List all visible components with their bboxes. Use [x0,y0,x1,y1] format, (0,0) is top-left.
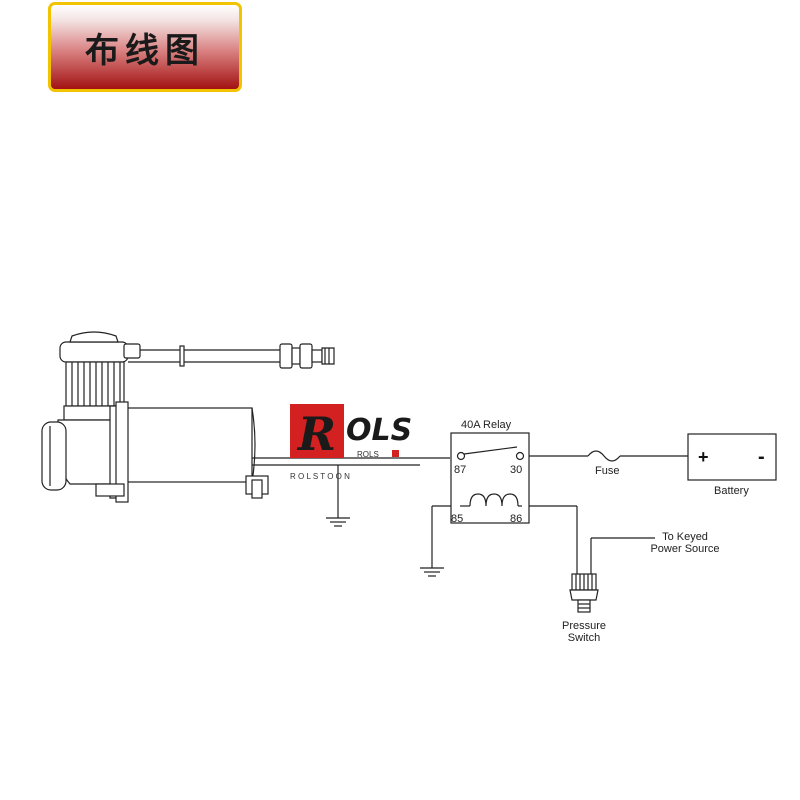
battery-plus: + [698,447,709,467]
battery-minus: - [758,446,765,468]
battery-icon [687,433,777,481]
battery-label: Battery [714,485,749,497]
title-badge: 布线图 [48,2,242,92]
power-source-label-2: Power Source [650,543,719,555]
ground-icon [326,465,350,527]
pressure-switch-wiring [529,505,655,574]
logo-sub: ROLS [357,450,379,459]
relay-pin-86: 86 [510,513,522,525]
ground-icon [420,505,451,577]
logo-text: OLS [346,413,412,448]
relay-pin-87: 87 [454,464,466,476]
relay-pin-85: 85 [451,513,463,525]
pressure-switch-label-1: Pressure [562,620,606,632]
relay-pin-30: 30 [510,464,522,476]
rolstoon-logo: R OLS ROLS R O L S T O O N [290,404,412,481]
fuse-label: Fuse [595,465,619,477]
pressure-switch-label-2: Switch [568,632,600,644]
fuse-icon [529,450,688,462]
compressor-icon [41,331,450,503]
logo-brand: R O L S T O O N [290,472,350,481]
power-source-label-1: To Keyed [662,531,708,543]
pressure-switch-icon [569,573,599,613]
logo-mark: R [296,407,336,461]
relay-label: 40A Relay [461,419,512,431]
relay [450,432,530,524]
page-title: 布线图 [85,30,205,71]
